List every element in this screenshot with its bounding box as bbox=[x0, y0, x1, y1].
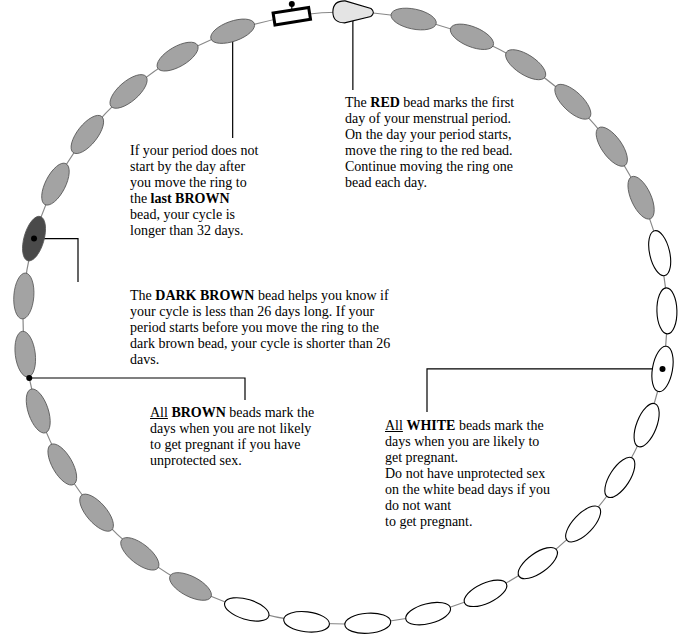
callout-text: All WHITE beads mark the days when you a… bbox=[385, 418, 550, 530]
bead-shape bbox=[549, 79, 596, 125]
bead-shape bbox=[656, 288, 677, 334]
leader-dot bbox=[289, 1, 295, 7]
brown-bead bbox=[116, 532, 165, 576]
brown-bead bbox=[590, 122, 633, 171]
bead-shape bbox=[74, 489, 119, 537]
bead-shape bbox=[344, 612, 391, 635]
bead-shape bbox=[42, 440, 82, 490]
brown-bead bbox=[447, 19, 497, 55]
bead-shape bbox=[18, 214, 50, 264]
bead-shape bbox=[623, 173, 660, 223]
brown-bead bbox=[549, 79, 596, 125]
brown-bead bbox=[12, 330, 38, 378]
bead-shape bbox=[447, 19, 497, 55]
leader-dots bbox=[26, 1, 665, 381]
brown-bead bbox=[42, 440, 82, 490]
brown-bead bbox=[389, 5, 438, 34]
bead-shape bbox=[590, 122, 633, 171]
bead-shape bbox=[208, 14, 258, 48]
bead-shape bbox=[501, 44, 551, 86]
white-bead bbox=[344, 612, 391, 635]
leader-line bbox=[352, 12, 353, 90]
white-bead bbox=[222, 593, 272, 626]
brown-bead bbox=[74, 489, 119, 537]
bead-shape bbox=[153, 36, 203, 76]
bead-string bbox=[23, 12, 667, 624]
bead-shape bbox=[65, 110, 109, 159]
white-bead bbox=[460, 575, 510, 612]
bead-shape bbox=[36, 159, 75, 209]
brown-bead bbox=[65, 110, 109, 159]
brown-bead bbox=[623, 173, 660, 223]
brown-bead bbox=[36, 159, 75, 209]
leader-dot bbox=[660, 366, 666, 372]
bead-shape bbox=[12, 330, 38, 378]
white-bead bbox=[283, 609, 331, 634]
brown-bead bbox=[208, 14, 258, 48]
bead-shape bbox=[629, 400, 664, 450]
callout-text: The DARK BROWN bead helps you know if yo… bbox=[130, 288, 390, 368]
leader-line bbox=[29, 378, 245, 400]
callout-text: If your period does not start by the day… bbox=[130, 143, 258, 239]
dark-bead bbox=[18, 214, 50, 264]
leader-line bbox=[427, 369, 663, 412]
brown-bead bbox=[501, 44, 551, 86]
bead-shape bbox=[333, 1, 374, 24]
ring-marker bbox=[273, 7, 310, 25]
leader-dot bbox=[31, 236, 37, 242]
white-bead bbox=[403, 598, 453, 629]
bead-shape bbox=[560, 500, 606, 547]
red-bead bbox=[333, 1, 374, 24]
callout-text: The RED bead marks the first day of your… bbox=[345, 95, 514, 191]
brown-bead bbox=[165, 567, 215, 606]
white-bead bbox=[629, 400, 664, 450]
brown-bead bbox=[105, 69, 153, 114]
bead-shape bbox=[649, 345, 677, 394]
brown-bead bbox=[12, 272, 35, 319]
bead-shape bbox=[165, 567, 215, 606]
white-bead bbox=[599, 453, 641, 503]
beads bbox=[12, 1, 677, 635]
bead-shape bbox=[513, 542, 562, 585]
bead-shape bbox=[105, 69, 153, 114]
bead-shape bbox=[283, 609, 331, 634]
leader-dot bbox=[26, 375, 32, 381]
white-bead bbox=[656, 288, 677, 334]
leader-line bbox=[232, 31, 233, 138]
callout-text: All BROWN beads mark the days when you a… bbox=[150, 405, 314, 469]
brown-bead bbox=[153, 36, 203, 76]
bead-shape bbox=[21, 386, 55, 436]
bead-shape bbox=[12, 272, 35, 319]
bead-shape bbox=[460, 575, 510, 612]
bead-shape bbox=[389, 5, 438, 34]
brown-bead bbox=[21, 386, 55, 436]
white-bead bbox=[513, 542, 562, 585]
bead-shape bbox=[403, 598, 453, 629]
bead-shape bbox=[645, 228, 675, 277]
ring-marker-shape bbox=[273, 7, 310, 25]
white-bead bbox=[560, 500, 606, 547]
leader-lines bbox=[29, 4, 662, 412]
bead-shape bbox=[222, 593, 272, 626]
bead-shape bbox=[599, 453, 641, 503]
bead-shape bbox=[116, 532, 165, 576]
white-bead bbox=[645, 228, 675, 277]
white-bead bbox=[649, 345, 677, 394]
